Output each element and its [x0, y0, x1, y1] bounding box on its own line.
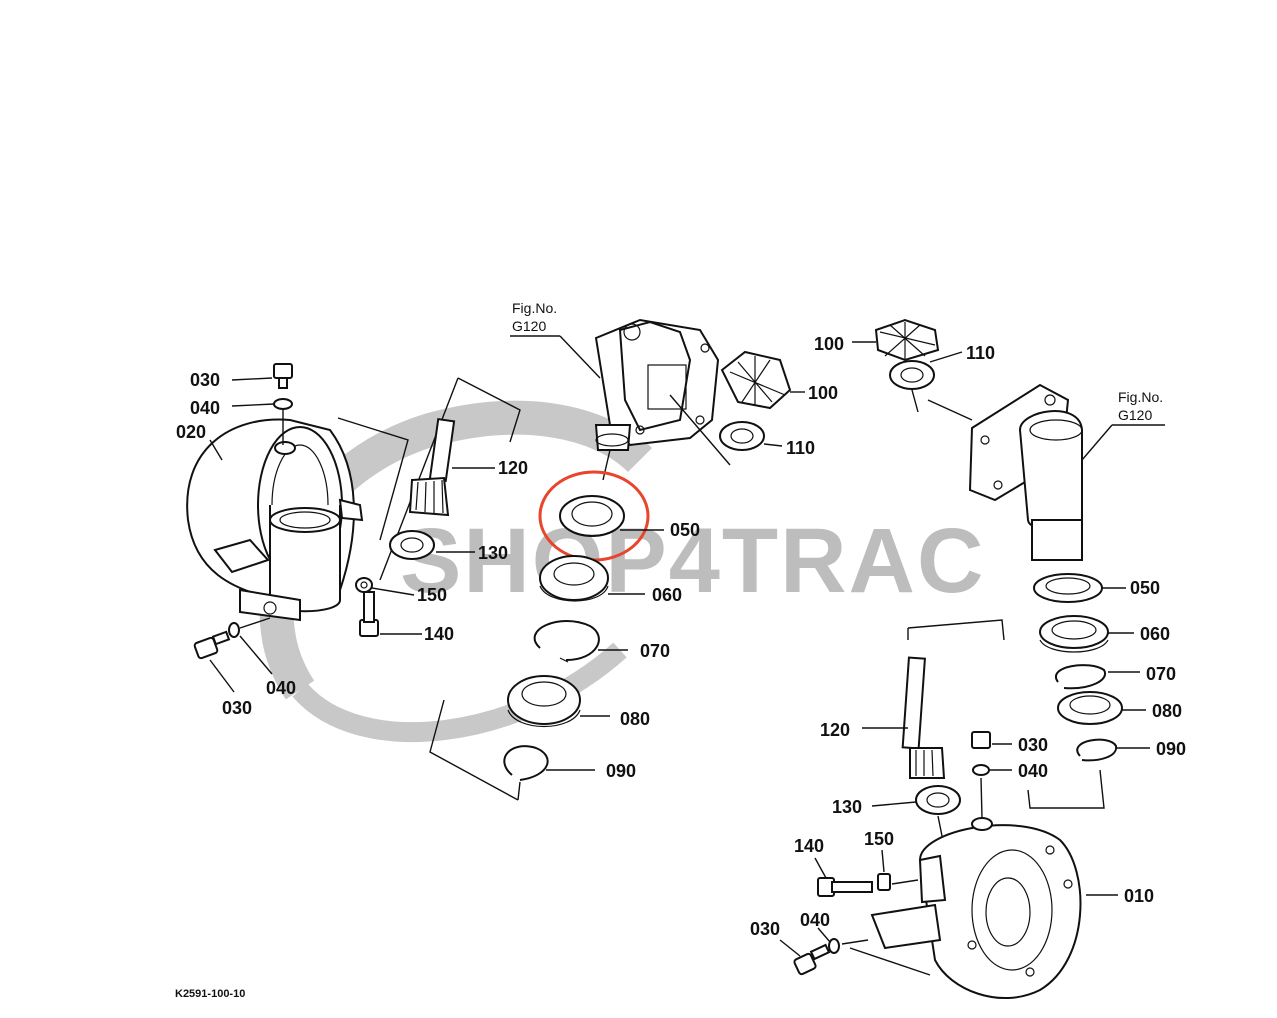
label-010: 010: [1124, 886, 1154, 906]
bevel-gear-100-right: [874, 318, 940, 362]
label-070-b: 070: [1146, 664, 1176, 684]
label-080-a: 080: [620, 709, 650, 729]
label-090-a: 090: [606, 761, 636, 781]
label-030-b: 030: [222, 698, 252, 718]
oil-seal-050-right: [1033, 573, 1103, 603]
label-040-b: 040: [266, 678, 296, 698]
pinion-shaft-120-right: [901, 656, 946, 779]
label-060-b: 060: [1140, 624, 1170, 644]
label-120-b: 120: [820, 720, 850, 740]
fig-ref-right-line1: Fig.No.: [1118, 389, 1163, 405]
label-030-d: 030: [750, 919, 780, 939]
gear-case-center: [594, 318, 720, 451]
label-150-a: 150: [417, 585, 447, 605]
bearing-060-center: [539, 555, 609, 602]
label-020: 020: [176, 422, 206, 442]
circlip-090-center: [503, 745, 549, 781]
bearing-060-right: [1039, 615, 1109, 653]
nut-150-right: [877, 873, 891, 891]
circlip-070-right: [1055, 664, 1107, 690]
label-130-a: 130: [478, 543, 508, 563]
label-100-a: 100: [814, 334, 844, 354]
bolt-140-left: [359, 591, 379, 637]
label-080-b: 080: [1152, 701, 1182, 721]
label-050-a: 050: [670, 520, 700, 540]
bolt-030-bottom-left: [193, 622, 240, 660]
housing-020: [186, 418, 364, 622]
label-150-b: 150: [864, 829, 894, 849]
watermark: SHOP4TRAC: [259, 400, 985, 743]
bolt-140-right: [817, 877, 873, 897]
fig-ref-center-line1: Fig.No.: [512, 300, 557, 316]
label-040-a: 040: [190, 398, 220, 418]
gear-case-right: [968, 383, 1083, 561]
label-140-b: 140: [794, 836, 824, 856]
label-090-b: 090: [1156, 739, 1186, 759]
bearing-080-right: [1057, 691, 1123, 725]
bolt-030-top-left: [273, 363, 293, 445]
label-040-c: 040: [1018, 761, 1048, 781]
label-130-b: 130: [832, 797, 862, 817]
label-110-a: 110: [966, 343, 995, 363]
label-110-b: 110: [786, 438, 815, 458]
label-070-a: 070: [640, 641, 670, 661]
label-140-a: 140: [424, 624, 454, 644]
bearing-080-center: [507, 675, 581, 727]
circlip-090-right: [1076, 738, 1118, 762]
bearing-130-right: [915, 785, 961, 815]
label-040-d: 040: [800, 910, 830, 930]
bearing-130-left: [389, 530, 435, 560]
circlip-070-center: [533, 620, 600, 663]
bearing-110-right: [889, 360, 935, 390]
oil-seal-050-center: [559, 495, 625, 537]
label-060-a: 060: [652, 585, 682, 605]
bolt-030-bottom-right: [793, 938, 840, 976]
pinion-shaft-120-left: [408, 418, 456, 517]
label-050-b: 050: [1130, 578, 1160, 598]
watermark-text: SHOP4TRAC: [400, 510, 985, 612]
fig-ref-center-line2: G120: [512, 318, 546, 334]
label-030-a: 030: [190, 370, 220, 390]
bolt-030-mid-right: [971, 731, 991, 819]
drawing-code: K2591-100-10: [175, 988, 245, 1000]
housing-010: [870, 817, 1082, 999]
nut-150-left: [355, 577, 373, 593]
fig-ref-right-line2: G120: [1118, 407, 1152, 423]
bearing-110-center: [719, 421, 765, 451]
label-030-c: 030: [1018, 735, 1048, 755]
bevel-gear-100-center: [720, 350, 792, 410]
label-100-b: 100: [808, 383, 838, 403]
label-120-a: 120: [498, 458, 528, 478]
